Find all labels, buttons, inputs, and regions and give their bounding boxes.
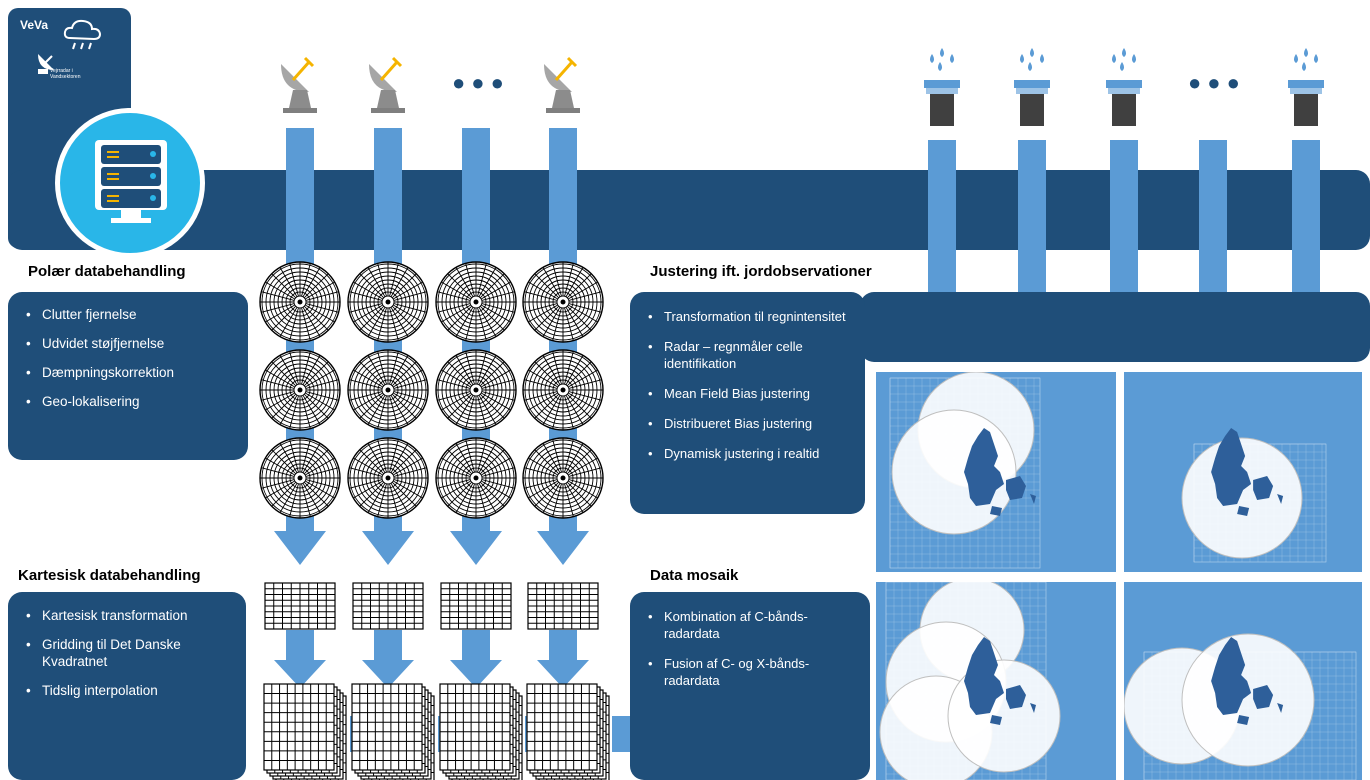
polar-grid — [435, 437, 517, 519]
polar-item: Clutter fjernelse — [22, 306, 238, 323]
adjustment-item: Transformation til regnintensitet — [644, 308, 855, 325]
map-panel — [1124, 582, 1362, 780]
cloud-rain-icon — [63, 19, 102, 50]
adjustment-item: Dynamisk justering i realtid — [644, 445, 855, 462]
map-panel — [1124, 372, 1362, 572]
denmark-shape — [964, 636, 1004, 715]
cartesian-grid — [440, 582, 512, 630]
adjustment-heading: Justering ift. jordobservationer — [650, 263, 872, 280]
cartesian-grid — [352, 582, 424, 630]
adjustment-bar — [860, 292, 1370, 362]
adjustment-item: Distribueret Bias justering — [644, 415, 855, 432]
polar-item: Geo-lokalisering — [22, 393, 238, 410]
logo-title: VeVa — [20, 18, 49, 32]
cartesian-grid — [263, 683, 335, 771]
polar-grid — [435, 349, 517, 431]
rain-gauge-icon — [1288, 48, 1324, 126]
polar-grid — [522, 437, 604, 519]
cartesian-grid — [526, 683, 598, 771]
rain-gauge-icon — [1106, 48, 1142, 126]
denmark-shape — [1211, 636, 1252, 715]
data-backbone-bar — [8, 170, 1370, 250]
polar-heading: Polær databehandling — [28, 263, 186, 280]
ellipsis-icon: ●●● — [1188, 70, 1246, 95]
radar-dish-icon — [281, 56, 317, 113]
adjustment-panel: Transformation til regnintensitet Radar … — [630, 292, 865, 514]
radar-dish-icon — [544, 56, 580, 113]
cartesian-grid — [351, 683, 423, 771]
cartesian-heading: Kartesisk databehandling — [18, 567, 201, 584]
mosaic-heading: Data mosaik — [650, 567, 739, 584]
cartesian-panel: Kartesisk transformation Gridding til De… — [8, 592, 246, 780]
adjustment-item: Radar – regnmåler celle identifikation — [644, 338, 855, 372]
polar-grid — [259, 261, 341, 343]
flow-arrow — [362, 630, 414, 688]
ellipsis-icon: ●●● — [452, 70, 510, 95]
denmark-shape — [964, 428, 1004, 506]
polar-grid — [347, 437, 429, 519]
polar-grid — [347, 261, 429, 343]
denmark-shape — [1211, 428, 1252, 506]
polar-grid — [259, 349, 341, 431]
rain-gauge-icon — [924, 48, 960, 126]
polar-item: Udvidet støjfjernelse — [22, 335, 238, 352]
cartesian-grid — [264, 582, 336, 630]
polar-item: Dæmpningskorrektion — [22, 364, 238, 381]
mosaic-panel: Kombination af C-bånds-radardata Fusion … — [630, 592, 870, 780]
mosaic-item: Kombination af C-bånds-radardata — [644, 608, 860, 642]
flow-arrow — [450, 630, 502, 688]
radar-dish-icon — [369, 56, 405, 113]
cartesian-item: Tidslig interpolation — [22, 682, 236, 699]
server-icon — [55, 108, 205, 258]
rain-gauge-icon — [1014, 48, 1050, 126]
cartesian-grid — [439, 683, 511, 771]
satellite-dish-icon — [38, 54, 54, 74]
cartesian-item: Kartesisk transformation — [22, 607, 236, 624]
logo-subtitle: Vejrradar i Vandsektoren — [50, 68, 81, 80]
polar-grid — [522, 349, 604, 431]
polar-grid — [259, 437, 341, 519]
polar-panel: Clutter fjernelse Udvidet støjfjernelse … — [8, 292, 248, 460]
flow-arrow — [537, 630, 589, 688]
polar-grid — [522, 261, 604, 343]
polar-grid — [435, 261, 517, 343]
cartesian-item: Gridding til Det Danske Kvadratnet — [22, 636, 236, 670]
map-panel — [876, 582, 1116, 780]
mosaic-item: Fusion af C- og X-bånds-radardata — [644, 655, 860, 689]
flow-arrow — [274, 630, 326, 688]
adjustment-item: Mean Field Bias justering — [644, 385, 855, 402]
map-panel — [876, 372, 1116, 572]
polar-grid — [347, 349, 429, 431]
cartesian-grid — [527, 582, 599, 630]
